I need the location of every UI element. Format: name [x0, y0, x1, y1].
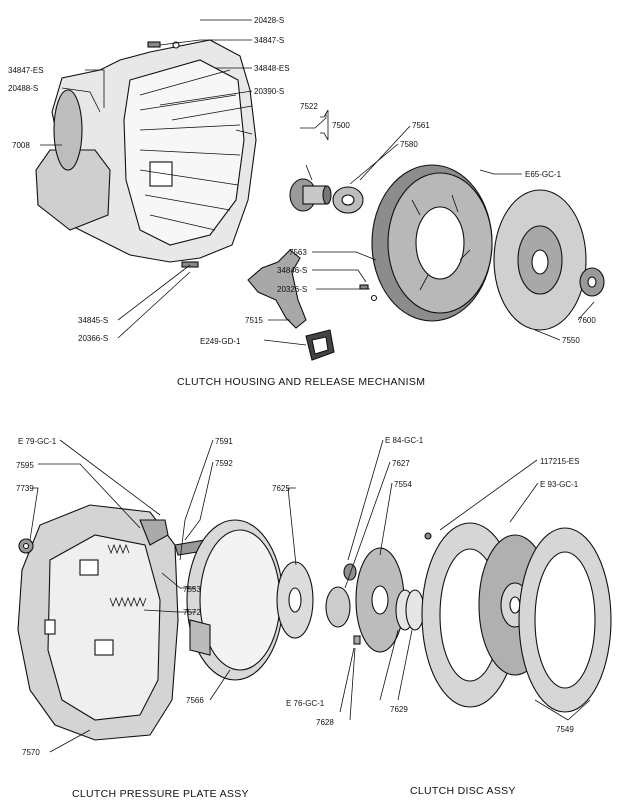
- label-20488-s: 20488-S: [8, 84, 38, 93]
- damper-plate-7554: [355, 547, 405, 653]
- pressure-plate-7566: [186, 519, 284, 681]
- retainer-7627: [325, 563, 357, 628]
- label-7549: 7549: [556, 725, 574, 734]
- label-7554: 7554: [394, 480, 412, 489]
- caption-housing: CLUTCH HOUSING AND RELEASE MECHANISM: [177, 376, 425, 388]
- label-7629: 7629: [390, 705, 408, 714]
- housing-leader-lines: [40, 19, 595, 346]
- label-7627: 7627: [392, 459, 410, 468]
- caption-pressure-plate: CLUTCH PRESSURE PLATE ASSY: [72, 788, 249, 800]
- label-7550: 7550: [562, 336, 580, 345]
- caption-disc: CLUTCH DISC ASSY: [410, 785, 516, 797]
- label-e65-gc-1: E65-GC-1: [525, 170, 562, 179]
- label-7566: 7566: [186, 696, 204, 705]
- label-7572: 7572: [183, 608, 201, 617]
- label-7600: 7600: [578, 316, 596, 325]
- label-7500: 7500: [332, 121, 350, 130]
- label-e93-gc-1: E 93-GC-1: [540, 480, 579, 489]
- label-7591: 7591: [215, 437, 233, 446]
- label-7595: 7595: [16, 461, 34, 470]
- label-7008: 7008: [12, 141, 30, 150]
- label-34847-s: 34847-S: [254, 36, 284, 45]
- label-34845-s: 34845-S: [78, 316, 108, 325]
- label-34847-es: 34847-ES: [8, 66, 44, 75]
- rivet-117215-es: [424, 532, 432, 540]
- label-7625: 7625: [272, 484, 290, 493]
- bolt-34845-s: [181, 261, 199, 268]
- label-7628: 7628: [316, 718, 334, 727]
- label-7570: 7570: [22, 748, 40, 757]
- label-7515: 7515: [245, 316, 263, 325]
- label-e249-gd-1: E249-GD-1: [200, 337, 241, 346]
- release-bearing-hub-7561: [289, 178, 332, 212]
- label-7522: 7522: [300, 102, 318, 111]
- label-7561: 7561: [412, 121, 430, 130]
- label-7563: 7563: [289, 248, 307, 257]
- fitting-34846-s: [359, 284, 369, 290]
- plate-leader-lines: [29, 439, 591, 753]
- label-7553: 7553: [183, 585, 201, 594]
- damper-washers-7629: [395, 589, 425, 631]
- label-20366-s: 20366-S: [78, 334, 108, 343]
- pin-7628: [353, 635, 361, 645]
- disc-washer-7625: [276, 561, 314, 639]
- clutch-disc-7550: [493, 189, 587, 331]
- release-bearing-7580: [332, 186, 364, 214]
- label-7739: 7739: [16, 484, 34, 493]
- label-34846-s: 34846-S: [277, 266, 307, 275]
- label-7592: 7592: [215, 459, 233, 468]
- pilot-bearing-7600: [579, 267, 605, 297]
- label-34848-es: 34848-ES: [254, 64, 290, 73]
- fork-boot-e249-gd-1: [305, 329, 335, 361]
- label-e76-gc-1: E 76-GC-1: [286, 699, 325, 708]
- pressure-plate-assembly-7563: [371, 164, 493, 322]
- bolt-20428-s: [147, 41, 161, 48]
- label-7580: 7580: [400, 140, 418, 149]
- label-20326-s: 20326-S: [277, 285, 307, 294]
- label-e79-gc-1: E 79-GC-1: [18, 437, 57, 446]
- label-20390-s: 20390-S: [254, 87, 284, 96]
- release-fork-7515: [247, 249, 307, 329]
- disc-facing-rear-7549: [518, 527, 612, 713]
- release-lever-7595: [139, 519, 169, 546]
- label-20428-s: 20428-S: [254, 16, 284, 25]
- label-117215-es: 117215-ES: [540, 457, 579, 466]
- fitting-20326-s: [370, 294, 378, 302]
- pressure-springs-7572: [107, 543, 147, 608]
- clutch-housing: [35, 39, 257, 263]
- adjusting-nut-7739: [18, 538, 34, 554]
- label-e84-gc-1: E 84-GC-1: [385, 436, 424, 445]
- pressure-plate-cover-7570: [17, 504, 179, 741]
